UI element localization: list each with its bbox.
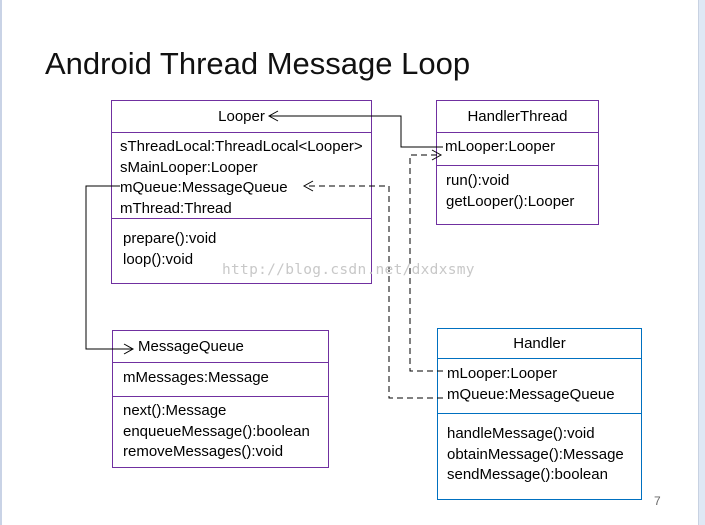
looper-message-queue-connector — [85, 185, 135, 355]
page-number: 7 — [654, 494, 661, 508]
handler-thread-fields: mLooper:Looper — [437, 133, 598, 166]
handler-thread-looper-connector — [267, 110, 443, 148]
message-queue-method: next():Message — [123, 402, 227, 419]
connector-line — [270, 115, 443, 148]
handler-method: handleMessage():void — [447, 425, 595, 442]
handler-class-name: Handler — [438, 329, 641, 359]
handler-thread-methods: run():void getLooper():Looper — [437, 166, 598, 212]
looper-method: prepare():void — [123, 230, 217, 247]
message-queue-field: mMessages:Message — [123, 369, 269, 386]
handler-thread-field: mLooper:Looper — [445, 138, 556, 155]
connector-line — [85, 185, 133, 350]
handler-field: mLooper:Looper — [447, 365, 558, 382]
arrowhead — [431, 149, 443, 161]
message-queue-method: enqueueMessage():boolean — [123, 422, 310, 440]
handler-thread-method: run():void — [446, 172, 510, 189]
looper-fields: sThreadLocal:ThreadLocal<Looper> sMainLo… — [112, 133, 371, 219]
slide-title: Android Thread Message Loop — [45, 46, 471, 81]
arrowhead — [123, 343, 135, 355]
handler-thread-class-box: HandlerThread mLooper:Looper run():void … — [436, 100, 599, 225]
message-queue-method: removeMessages():void — [123, 443, 284, 460]
message-queue-class-box: MessageQueue mMessages:Message next():Me… — [112, 330, 329, 468]
connector-line — [409, 154, 443, 372]
message-queue-class-name: MessageQueue — [113, 331, 328, 363]
watermark-url: http://blog.csdn.net/dxdxsmy — [222, 262, 475, 278]
handler-fields: mLooper:Looper mQueue:MessageQueue — [438, 359, 641, 414]
message-queue-class-name-text: MessageQueue — [138, 338, 244, 355]
looper-field: mThread:Thread — [120, 199, 232, 217]
message-queue-fields: mMessages:Message — [113, 363, 328, 397]
looper-field: sThreadLocal:ThreadLocal<Looper> — [120, 138, 363, 155]
arrowhead — [302, 180, 314, 192]
looper-field: sMainLooper:Looper — [120, 158, 258, 176]
handler-thread-method: getLooper():Looper — [446, 192, 575, 210]
slide-frame-right — [698, 0, 705, 525]
arrowhead — [267, 110, 279, 122]
message-queue-methods: next():Message enqueueMessage():boolean … — [113, 397, 328, 463]
handler-method: obtainMessage():Message — [447, 445, 624, 463]
handler-thread-class-name: HandlerThread — [437, 101, 598, 133]
handler-queue-dashed-connector — [302, 180, 443, 399]
handler-class-box: Handler mLooper:Looper mQueue:MessageQue… — [437, 328, 642, 500]
connector-line — [305, 185, 443, 399]
slide-frame-left — [0, 0, 2, 525]
handler-methods: handleMessage():void obtainMessage():Mes… — [438, 414, 641, 486]
looper-class-box: Looper sThreadLocal:ThreadLocal<Looper> … — [111, 100, 372, 284]
looper-class-name: Looper — [112, 101, 371, 133]
looper-methods: prepare():void loop():void — [112, 219, 371, 270]
looper-method: loop():void — [123, 250, 194, 268]
handler-looper-dashed-connector — [409, 149, 443, 372]
looper-field: mQueue:MessageQueue — [120, 179, 288, 196]
handler-method: sendMessage():boolean — [447, 466, 608, 483]
handler-field: mQueue:MessageQueue — [447, 385, 615, 403]
